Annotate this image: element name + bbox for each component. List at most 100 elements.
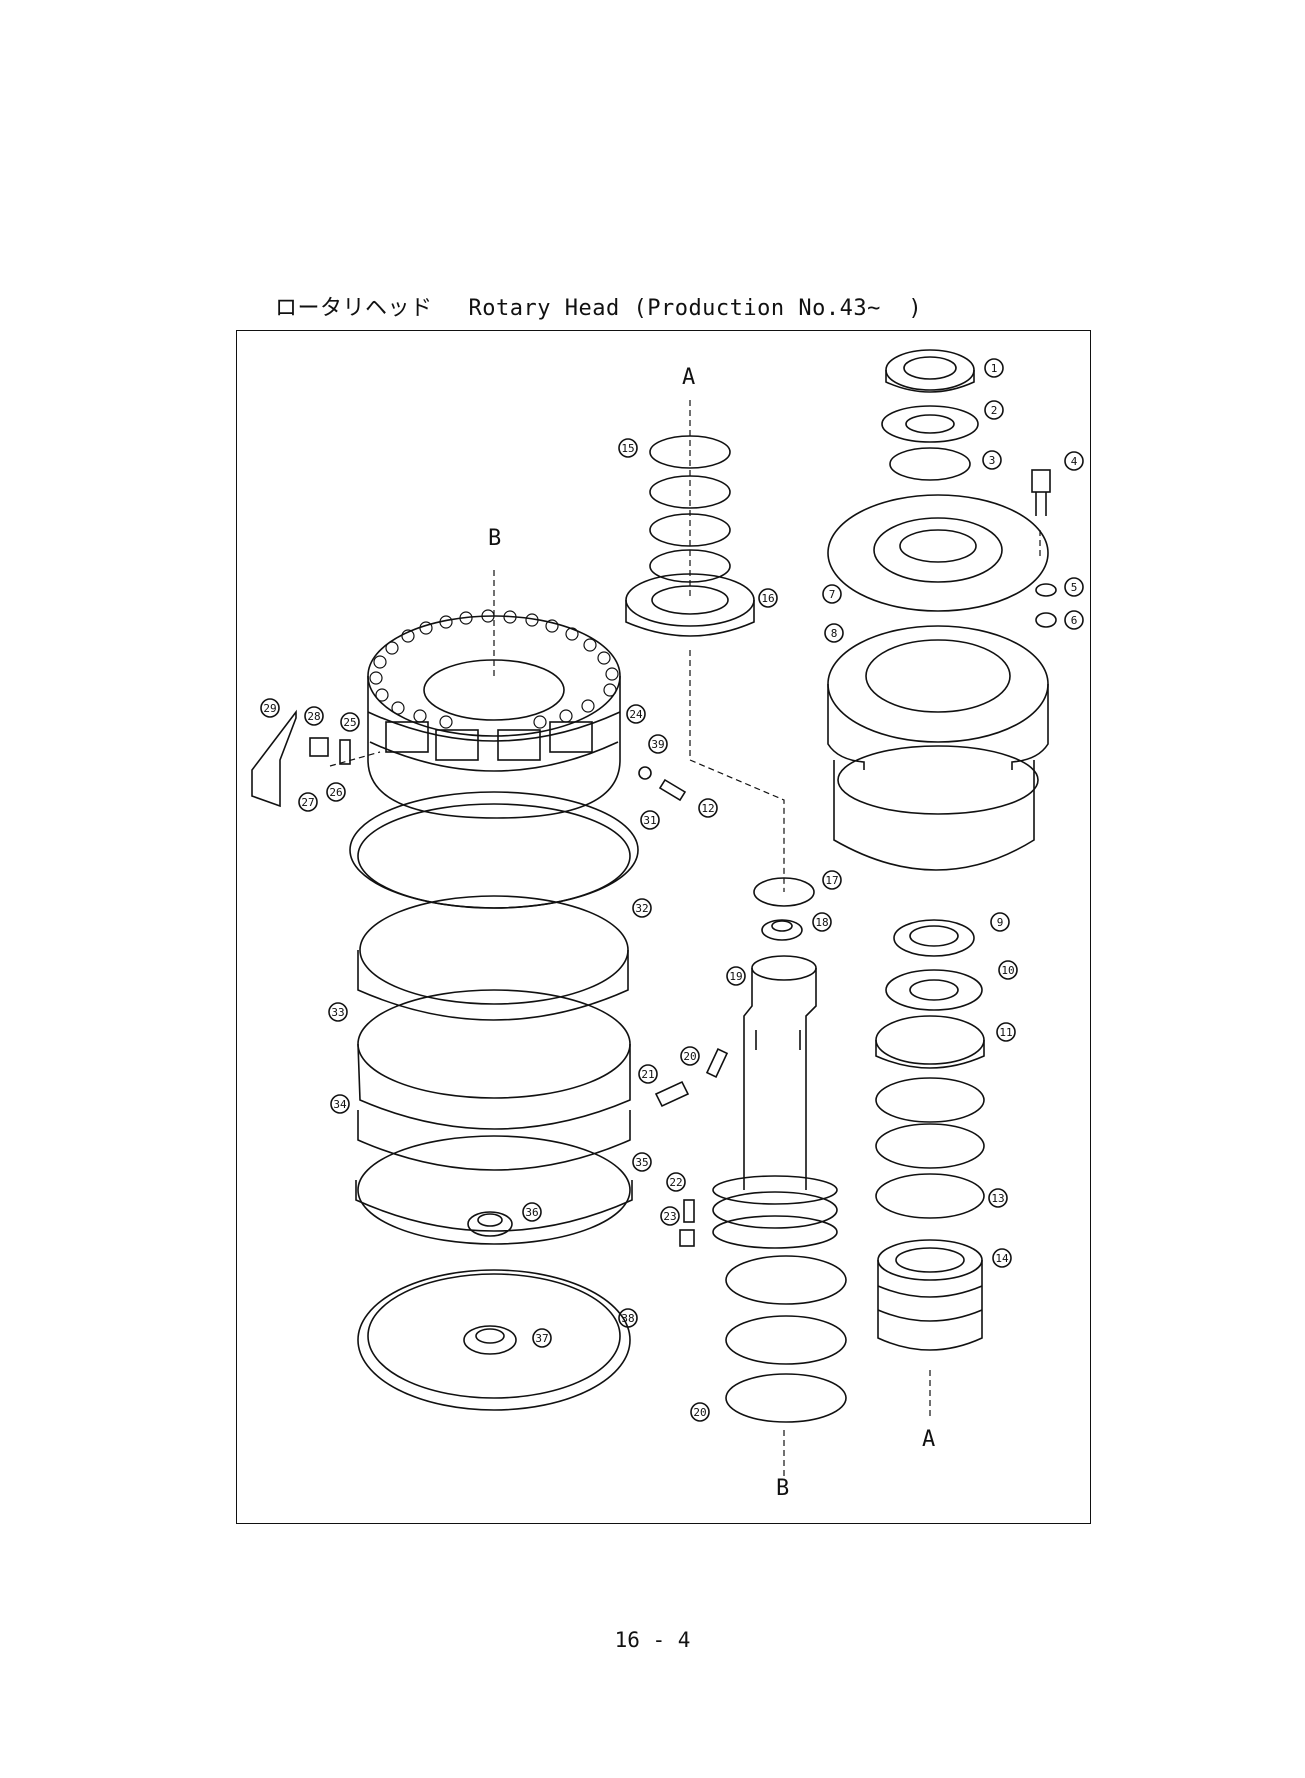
callout-13: 13: [989, 1189, 1007, 1207]
svg-text:21: 21: [641, 1068, 654, 1081]
callout-19: 19: [727, 967, 745, 985]
svg-text:3: 3: [989, 454, 996, 467]
nut-washer-9-10-11: [876, 920, 984, 1068]
callout-1: 1: [985, 359, 1003, 377]
callout-39: 39: [649, 735, 667, 753]
view-marker-a-top: A: [682, 365, 695, 390]
svg-text:18: 18: [815, 916, 828, 929]
callout-23: 23: [661, 1207, 679, 1225]
callout-36: 36: [523, 1203, 541, 1221]
flange-7: [828, 495, 1048, 611]
small-seal-36: [468, 1212, 512, 1236]
callout-33: 33: [329, 1003, 347, 1021]
svg-text:25: 25: [343, 716, 356, 729]
svg-text:16: 16: [761, 592, 774, 605]
callout-17: 17: [823, 871, 841, 889]
svg-text:12: 12: [701, 802, 714, 815]
callout-29: 29: [261, 699, 279, 717]
svg-text:6: 6: [1071, 614, 1078, 627]
svg-text:10: 10: [1001, 964, 1014, 977]
callout-15: 15: [619, 439, 637, 457]
svg-text:39: 39: [651, 738, 664, 751]
callout-7: 7: [823, 585, 841, 603]
svg-text:20: 20: [683, 1050, 696, 1063]
view-markers: A A B B: [488, 365, 935, 1501]
callout-5: 5: [1065, 578, 1083, 596]
callout-31: 31: [641, 811, 659, 829]
callout-18: 18: [813, 913, 831, 931]
svg-text:24: 24: [629, 708, 643, 721]
fastener-12-39: [639, 767, 685, 800]
svg-text:17: 17: [825, 874, 838, 887]
spacers-13: [876, 1078, 984, 1218]
callout-25: 25: [341, 713, 359, 731]
callout-9: 9: [991, 913, 1009, 931]
cover-plate-38: [358, 1270, 630, 1410]
svg-text:19: 19: [729, 970, 742, 983]
svg-text:36: 36: [525, 1206, 538, 1219]
callout-22: 22: [667, 1173, 685, 1191]
svg-text:27: 27: [301, 796, 314, 809]
svg-text:4: 4: [1071, 455, 1078, 468]
svg-text:20: 20: [693, 1406, 706, 1419]
view-marker-b-bottom: B: [776, 1476, 789, 1501]
svg-text:15: 15: [621, 442, 634, 455]
callout-24: 24: [627, 705, 645, 723]
snap-rings-17-18: [754, 878, 814, 940]
bearing-stack-14: [878, 1240, 982, 1350]
svg-text:9: 9: [997, 916, 1004, 929]
view-marker-a-bottom: A: [922, 1427, 935, 1452]
callout-8: 8: [825, 624, 843, 642]
svg-text:7: 7: [829, 588, 836, 601]
callout-34: 34: [331, 1095, 349, 1113]
svg-text:13: 13: [991, 1192, 1004, 1205]
callout-20b: 20: [691, 1403, 709, 1421]
svg-text:22: 22: [669, 1176, 682, 1189]
lock-nut-washers-1-3: [882, 350, 978, 480]
callout-26: 26: [327, 783, 345, 801]
view-marker-b-top: B: [488, 526, 501, 551]
svg-text:29: 29: [263, 702, 276, 715]
svg-text:14: 14: [995, 1252, 1009, 1265]
callout-20: 20: [681, 1047, 699, 1065]
svg-text:31: 31: [643, 814, 656, 827]
svg-text:26: 26: [329, 786, 342, 799]
svg-text:23: 23: [663, 1210, 676, 1223]
callout-38: 38: [619, 1309, 637, 1327]
callout-27: 27: [299, 793, 317, 811]
callout-16: 16: [759, 589, 777, 607]
callout-37: 37: [533, 1329, 551, 1347]
ring-parts-31-35: [350, 792, 638, 1244]
callout-21: 21: [639, 1065, 657, 1083]
svg-text:5: 5: [1071, 581, 1078, 594]
callout-14: 14: [993, 1249, 1011, 1267]
callout-4: 4: [1065, 452, 1083, 470]
callout-10: 10: [999, 961, 1017, 979]
svg-text:32: 32: [635, 902, 648, 915]
callout-6: 6: [1065, 611, 1083, 629]
svg-text:35: 35: [635, 1156, 648, 1169]
callout-2: 2: [985, 401, 1003, 419]
housing-8: [828, 626, 1048, 870]
svg-text:28: 28: [307, 710, 320, 723]
svg-text:11: 11: [999, 1026, 1012, 1039]
svg-text:38: 38: [621, 1312, 634, 1325]
main-shaft-19: [713, 956, 837, 1248]
page-number: 16 - 4: [0, 1628, 1305, 1652]
callout-28: 28: [305, 707, 323, 725]
callout-35: 35: [633, 1153, 651, 1171]
svg-text:33: 33: [331, 1006, 344, 1019]
callout-12: 12: [699, 799, 717, 817]
callout-labels: 1 2 3 4 5 6 7 8 9 10 11 12 13 14 15 16 1…: [261, 359, 1083, 1421]
bolt-nut-4-5-6: [1032, 470, 1056, 627]
svg-text:1: 1: [991, 362, 998, 375]
callout-11: 11: [997, 1023, 1015, 1041]
svg-text:2: 2: [991, 404, 998, 417]
callout-3: 3: [983, 451, 1001, 469]
svg-text:8: 8: [831, 627, 838, 640]
svg-text:34: 34: [333, 1098, 347, 1111]
svg-text:37: 37: [535, 1332, 548, 1345]
callout-32: 32: [633, 899, 651, 917]
o-rings-20: [726, 1256, 846, 1422]
